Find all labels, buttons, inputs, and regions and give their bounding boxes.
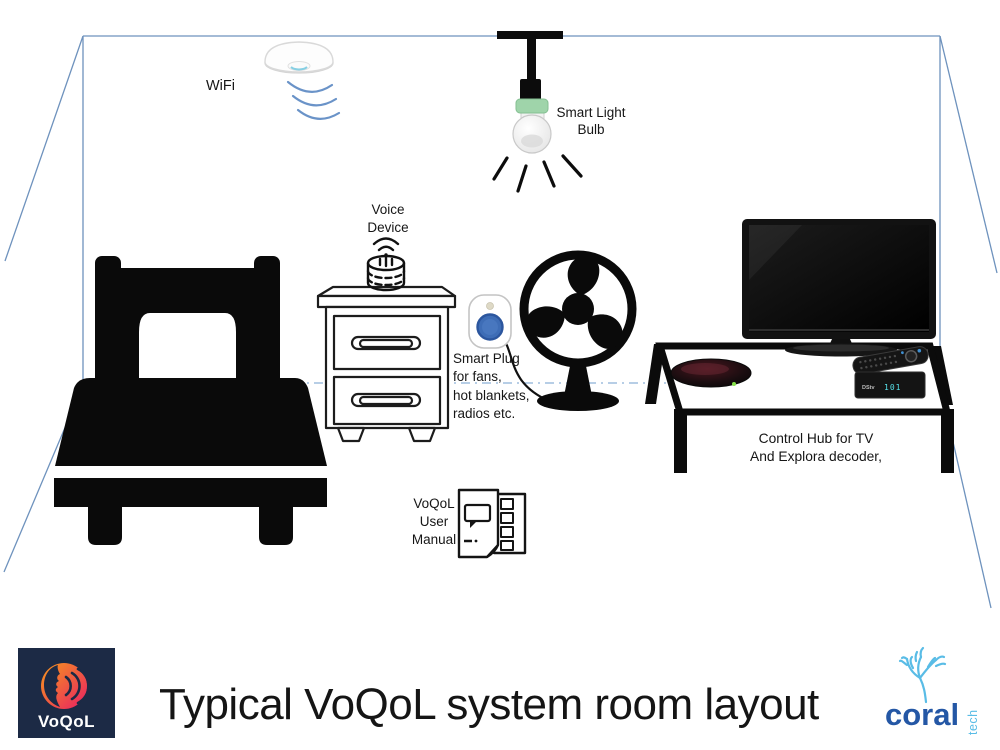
voqol-logo-text: VoQoL	[38, 712, 95, 731]
decoder-display-text: 101	[884, 383, 901, 392]
smart-plug-label: Smart Plug for fans, hot blankets, radio…	[453, 351, 530, 421]
voice-device-icon	[366, 237, 406, 292]
user-manual-icon	[457, 488, 527, 559]
tv-icon	[742, 219, 936, 357]
fan-blades	[526, 256, 623, 349]
decoder-icon: DStv 101	[852, 346, 929, 399]
room-diagram: DStv 101	[3, 31, 998, 609]
smart-plug-icon	[468, 294, 550, 403]
remote-control-icon	[852, 346, 929, 375]
bed-icon	[54, 256, 327, 545]
pedestal-fan-icon	[519, 250, 637, 411]
wifi-waves	[286, 80, 341, 120]
voice-device-label: Voice Device	[367, 202, 409, 235]
voqol-sound-waves-icon	[64, 667, 88, 705]
control-hub-icon	[670, 358, 752, 388]
page-title: Typical VoQoL system room layout	[159, 680, 819, 729]
light-rays	[492, 154, 583, 193]
decoder-brand-text: DStv	[862, 385, 875, 391]
voqol-logo: VoQoL	[18, 648, 115, 738]
control-hub-label: Control Hub for TV And Explora decoder,	[750, 431, 882, 464]
voqol-logo-icon	[41, 663, 88, 709]
voqol-face-icon	[44, 665, 60, 707]
wifi-label: WiFi	[206, 78, 235, 94]
user-manual-label: VoQoL User Manual	[411, 496, 457, 547]
nightstand-icon	[316, 285, 457, 443]
coraltech-logo-tech-text: tech	[966, 709, 980, 735]
smart-light-bulb-icon	[492, 31, 583, 193]
wifi-access-point-icon	[264, 41, 341, 120]
coraltech-logo-coral-text: coral	[885, 697, 960, 732]
smart-light-bulb-label: Smart Light Bulb	[556, 105, 626, 137]
